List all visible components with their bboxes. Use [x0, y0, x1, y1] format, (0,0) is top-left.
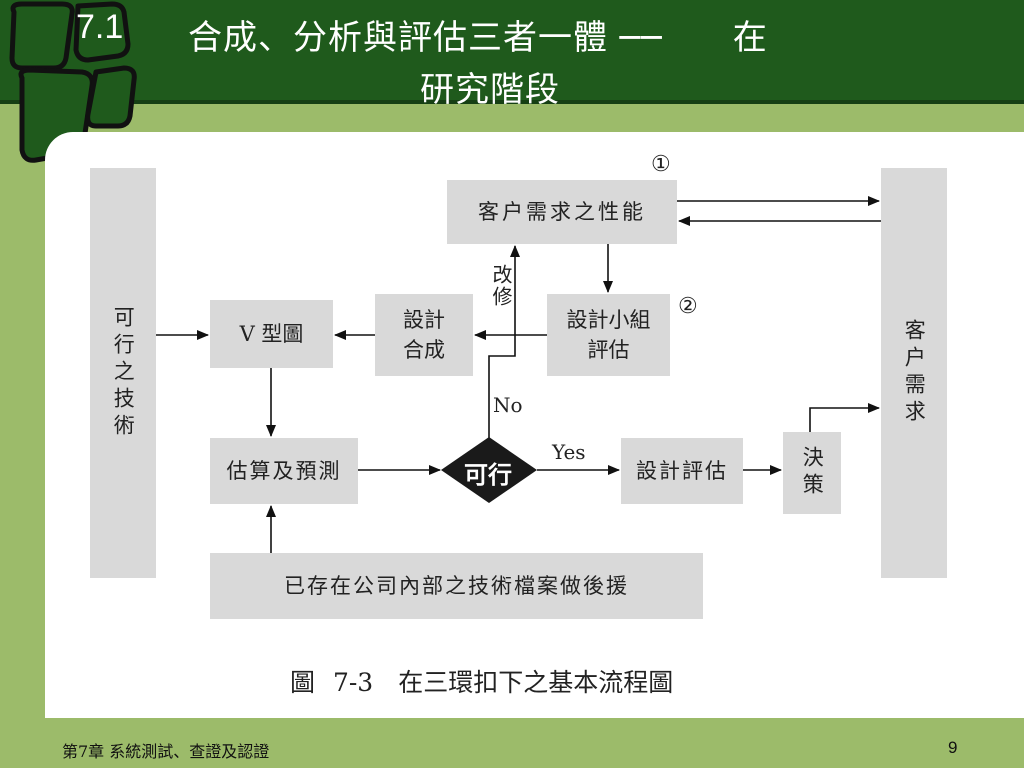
node-feasible: 可行 [464, 461, 512, 489]
marker-2: ② [678, 294, 698, 319]
marker-1: ① [651, 152, 671, 177]
node-v-diagram: V 型圖 [210, 300, 333, 368]
title-bar [0, 0, 1024, 104]
node-design-evaluation: 設計評估 [621, 438, 743, 504]
node-customer-performance: 客户需求之性能 [447, 180, 677, 244]
title-bar-divider [0, 100, 1024, 104]
node-design-synthesis-line-1: 設計 [403, 307, 445, 332]
label-revise: 改修 [489, 264, 513, 308]
slide-title-line-1: 合成、分析與評估三者一體 ── 在 [188, 18, 768, 58]
node-estimate-predict: 估算及預測 [210, 438, 358, 504]
figure-caption: 圖 7-3 在三環扣下之基本流程圖 [290, 668, 674, 697]
node-tech-archive: 已存在公司內部之技術檔案做後援 [210, 553, 703, 619]
node-design-group-eval-line-1: 設計小組 [566, 307, 651, 332]
node-design-synthesis-line-2: 合成 [403, 338, 445, 362]
label-yes: Yes [552, 440, 586, 464]
node-customer-needs: 客户需求 [881, 168, 947, 578]
node-decision: 決策 [783, 432, 841, 514]
node-design-synthesis: 設計 合成 [375, 294, 473, 376]
node-design-group-eval: 設計小組 評估 [547, 294, 670, 376]
label-no: No [493, 393, 523, 417]
arrow-no-revise [488, 245, 520, 438]
section-number: 7.1 [76, 8, 124, 46]
footer-chapter: 第7章 系統測試、查證及認證 [62, 742, 270, 761]
page-number: 9 [948, 738, 958, 757]
arrow-decision-to-needs [809, 403, 880, 432]
node-design-group-eval-line-2: 評估 [587, 338, 630, 362]
slide-title-line-2: 研究階段 [420, 70, 560, 110]
node-feasible-tech: 可行之技術 [90, 168, 156, 578]
decision-diamond [441, 437, 537, 503]
